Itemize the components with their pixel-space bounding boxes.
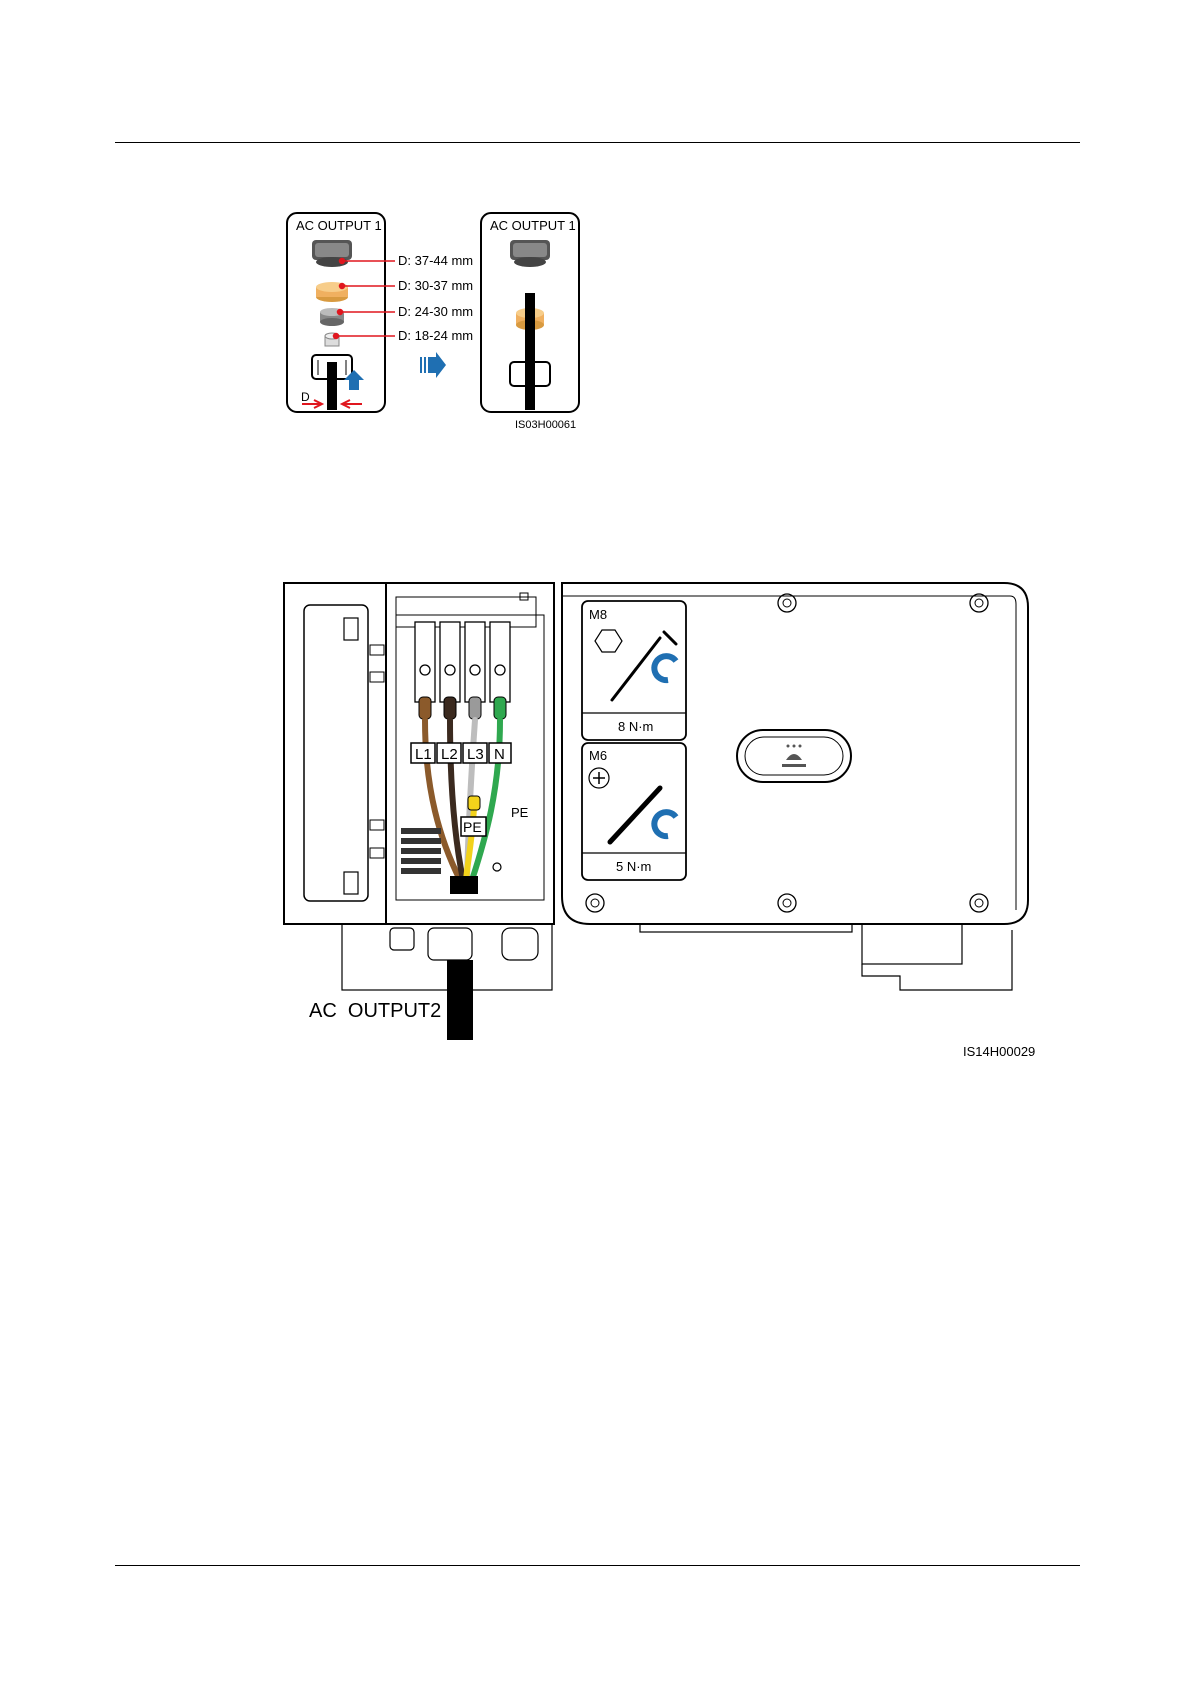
output-cable [447,960,473,1040]
terminal-label-pe: PE [463,819,482,835]
terminal-label-n: N [494,746,505,763]
output-label: AC OUTPUT2 [309,1000,441,1022]
terminal-label-l3: L3 [467,746,484,763]
torque-m8-bolt: M8 [589,607,607,622]
terminal-label-l2: L2 [441,746,458,763]
signal-terminals [401,828,441,874]
figure2-code: IS14H00029 [963,1044,1035,1059]
figure-inverter-wiring: L1 L2 L3 N PE PE AC OUTPUT2 [0,0,1192,1100]
torque-m8-value: 8 N·m [618,719,653,734]
brand-logo-icon [782,745,806,768]
torque-m6-bolt: M6 [589,748,607,763]
pe-lug [468,796,480,810]
terminal-block [415,622,510,702]
terminal-label-pe-small: PE [511,805,529,820]
terminal-label-l1: L1 [415,746,432,763]
cable-bundle [450,876,478,894]
torque-m6-value: 5 N·m [616,859,651,874]
footer-rule [115,1565,1080,1566]
door-panel [284,583,386,924]
bottom-connectors [342,924,1012,990]
